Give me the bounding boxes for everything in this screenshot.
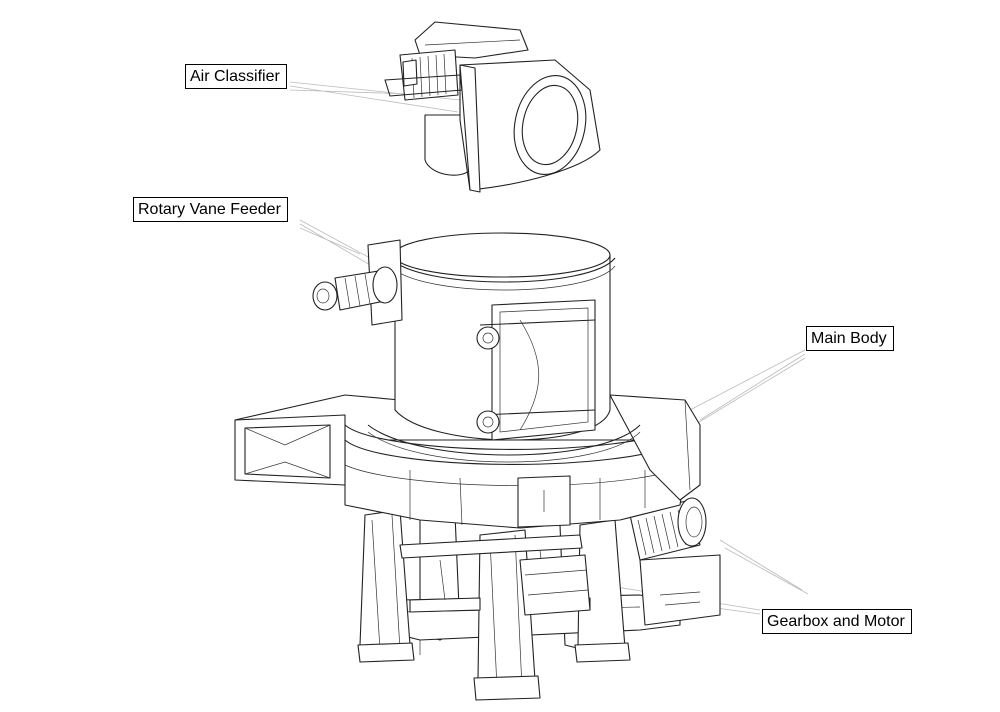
gearbox-motor (519, 497, 721, 626)
air-classifier (384, 21, 601, 193)
main-body-label: Main Body (806, 326, 894, 351)
main-body (389, 232, 616, 441)
rotary-vane-feeder (312, 239, 403, 326)
base-frame (357, 509, 681, 701)
air-classifier-label: Air Classifier (185, 64, 287, 89)
rotary-vane-feeder-label: Rotary Vane Feeder (133, 197, 288, 222)
gearbox-and-motor-label: Gearbox and Motor (762, 609, 912, 634)
platform-ring (234, 394, 701, 529)
